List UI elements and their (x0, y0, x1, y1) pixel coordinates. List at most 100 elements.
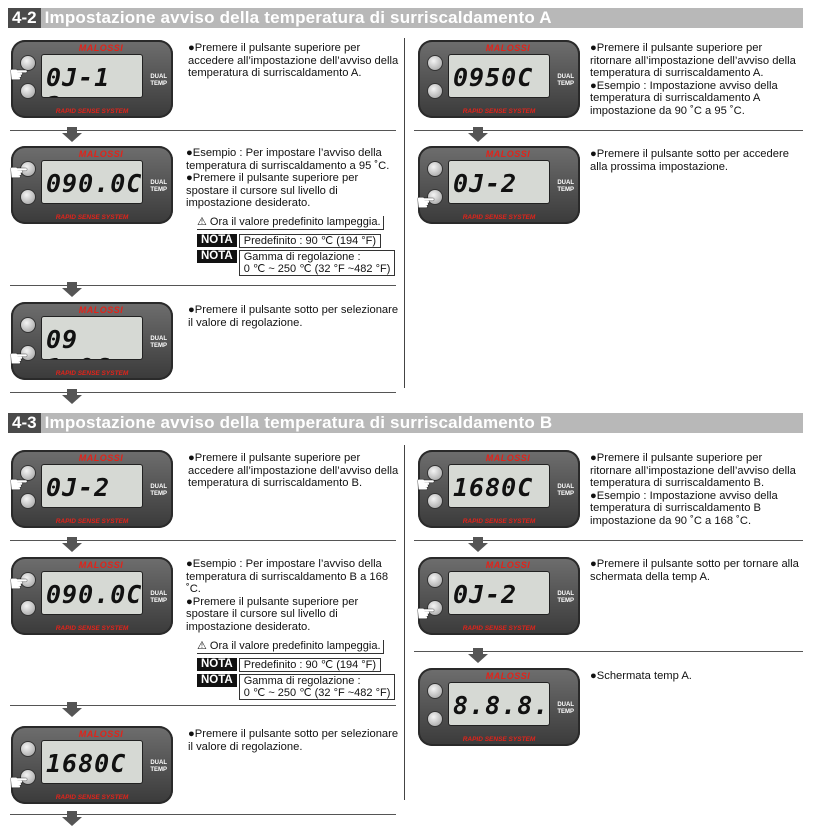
pointing-hand-icon: ☛ (9, 571, 29, 596)
bottom-button (20, 83, 36, 99)
lcd-screen: 0J-1 2 (41, 54, 143, 98)
top-button (20, 161, 36, 177)
lcd-value: 09 1.0C (46, 325, 109, 360)
system-label: RAPID SENSE SYSTEM (462, 736, 536, 743)
warning-note: ⚠ Ora il valore predefinito lampeggia. (197, 640, 384, 654)
column-divider (404, 445, 405, 800)
bottom-button (20, 345, 36, 361)
lcd-value: 0J-1 2 (46, 63, 111, 98)
pointing-hand-icon: ☛ (9, 62, 29, 87)
bottom-button (427, 493, 443, 509)
brand-logo: MALOSSI (78, 305, 124, 315)
system-label: RAPID SENSE SYSTEM (55, 625, 129, 632)
column-divider (404, 38, 405, 388)
brand-logo: MALOSSI (485, 43, 531, 53)
bottom-button (427, 189, 443, 205)
lcd-value: 090.0C (46, 169, 143, 198)
lcd-screen: 1680C (41, 740, 143, 784)
top-button (427, 55, 443, 71)
pointing-hand-icon: ☛ (9, 346, 29, 371)
system-label: RAPID SENSE SYSTEM (462, 625, 536, 632)
section-number: 4-2 (8, 8, 41, 28)
lcd-value: 1680C (453, 473, 534, 502)
brand-logo: MALOSSI (78, 729, 124, 739)
lcd-value: 1680C (46, 749, 127, 778)
down-arrow-icon (62, 537, 82, 552)
system-label: RAPID SENSE SYSTEM (55, 794, 129, 801)
bottom-button (20, 600, 36, 616)
brand-logo: MALOSSI (485, 149, 531, 159)
pointing-hand-icon: ☛ (9, 770, 29, 795)
pointing-hand-icon: ☛ (416, 472, 436, 497)
down-arrow-icon (62, 811, 82, 826)
top-button (427, 465, 443, 481)
lcd-screen: 09 1.0C (41, 316, 143, 360)
section-header-4-2: 4-2 Impostazione avviso della temperatur… (8, 8, 803, 28)
section-header-4-3: 4-3 Impostazione avviso della temperatur… (8, 413, 803, 433)
pointing-hand-icon: ☛ (416, 601, 436, 626)
bottom-button (427, 711, 443, 727)
bottom-button (427, 83, 443, 99)
top-button (20, 317, 36, 333)
brand-logo: MALOSSI (485, 453, 531, 463)
system-label: RAPID SENSE SYSTEM (462, 518, 536, 525)
top-button (20, 572, 36, 588)
system-label: RAPID SENSE SYSTEM (55, 214, 129, 221)
step-separator (10, 130, 396, 131)
lcd-screen: 0950C (448, 54, 550, 98)
section-title: Impostazione avviso della temperatura di… (40, 8, 803, 28)
bottom-button (427, 600, 443, 616)
warning-note: ⚠ Ora il valore predefinito lampeggia. (197, 216, 384, 230)
brand-logo: MALOSSI (485, 671, 531, 681)
step-separator (414, 130, 803, 131)
step-text: ●Premere il pulsante superiore per ritor… (590, 42, 796, 117)
pointing-hand-icon: ☛ (9, 472, 29, 497)
step-separator (10, 392, 396, 393)
down-arrow-icon (468, 648, 488, 663)
step-separator (10, 540, 396, 541)
step-separator (10, 705, 396, 706)
lcd-value: 090.0C (46, 580, 143, 609)
lcd-screen: 0J-2 (448, 571, 550, 615)
lcd-screen: 090.0C (41, 160, 143, 204)
down-arrow-icon (62, 282, 82, 297)
system-label: RAPID SENSE SYSTEM (55, 518, 129, 525)
pointing-hand-icon: ☛ (9, 160, 29, 185)
system-label: RAPID SENSE SYSTEM (55, 108, 129, 115)
system-label: RAPID SENSE SYSTEM (462, 214, 536, 221)
pointing-hand-icon: ☛ (416, 190, 436, 215)
lcd-screen: 090.0C (41, 571, 143, 615)
lcd-value: 0950C (453, 63, 534, 92)
section-number: 4-3 (8, 413, 41, 433)
system-label: RAPID SENSE SYSTEM (55, 370, 129, 377)
bottom-button (20, 189, 36, 205)
down-arrow-icon (468, 127, 488, 142)
step-separator (10, 814, 396, 815)
down-arrow-icon (468, 537, 488, 552)
brand-logo: MALOSSI (78, 149, 124, 159)
brand-logo: MALOSSI (485, 560, 531, 570)
bottom-button (20, 493, 36, 509)
step-text: ●Premere il pulsante superiore per acced… (188, 452, 399, 489)
